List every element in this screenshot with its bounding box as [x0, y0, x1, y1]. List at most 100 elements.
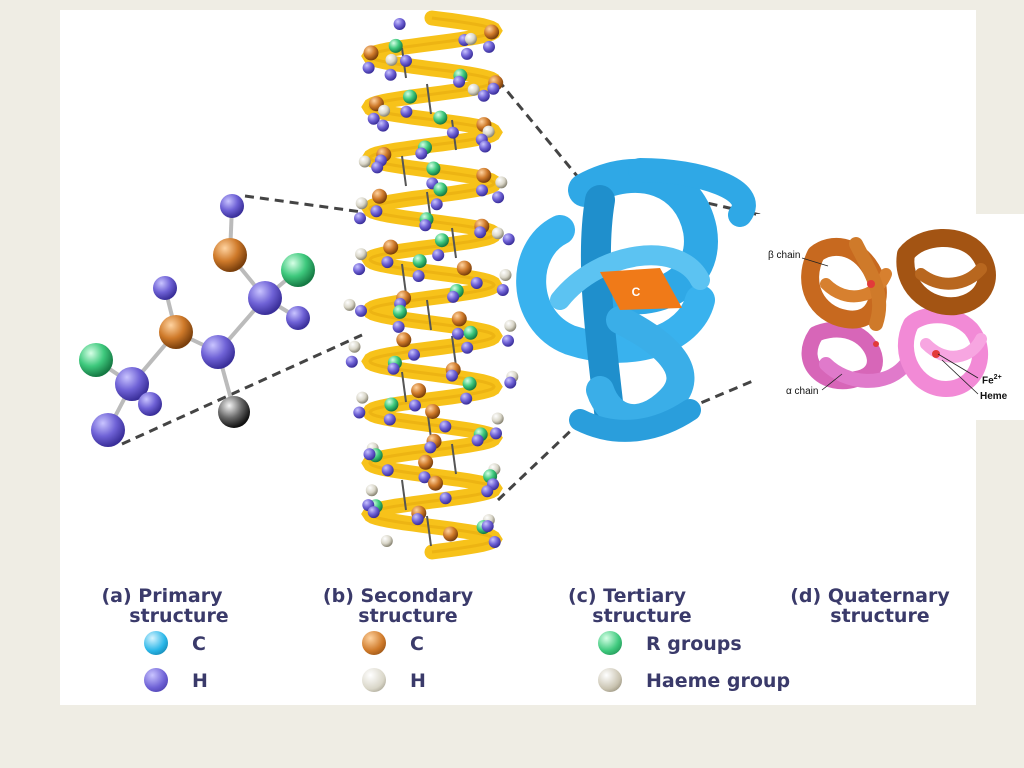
- helix-hydrogen-atom: [446, 126, 459, 139]
- hydrogen-bond: [426, 515, 432, 547]
- helix-hydrogen-atom: [363, 448, 376, 461]
- carbon-atom-icon: [144, 631, 168, 655]
- helix-hydrogen-atom: [490, 427, 502, 440]
- helix-r-group-atom: [463, 325, 478, 340]
- hydrogen-atom-icon: [362, 668, 386, 692]
- legend-primary-c-label: C: [192, 633, 206, 655]
- tertiary-structure-label: (c) Tertiary structure: [562, 586, 692, 626]
- helix-hydrogen-atom: [453, 75, 466, 88]
- helix-hydrogen-atom: [355, 304, 367, 317]
- hydrogen-bond: [451, 335, 457, 367]
- hydrogen-bond: [426, 299, 432, 331]
- helix-carbon-atom: [428, 475, 443, 491]
- hydrogen-bond: [401, 371, 407, 403]
- quaternary-structure-label: (d) Quaternary structure: [790, 586, 950, 626]
- helix-hydrogen-atom: [424, 441, 437, 454]
- helix-cream-atom: [355, 197, 368, 210]
- helix-cream-atom: [343, 298, 356, 311]
- helix-hydrogen-atom: [430, 198, 443, 211]
- helix-hydrogen-atom: [432, 249, 445, 262]
- helix-hydrogen-atom: [384, 68, 397, 81]
- helix-hydrogen-atom: [411, 513, 424, 526]
- helix-hydrogen-atom: [412, 270, 425, 282]
- helix-r-group-atom: [426, 161, 441, 176]
- helix-hydrogen-atom: [461, 341, 474, 354]
- helix-cream-atom: [356, 391, 369, 404]
- helix-hydrogen-atom: [502, 233, 515, 246]
- helix-r-group-atom: [412, 254, 427, 269]
- helix-hydrogen-atom: [387, 362, 400, 375]
- helix-carbon-atom: [418, 454, 434, 470]
- quaternary-label-line2: structure: [830, 605, 930, 627]
- helix-cream-atom: [358, 155, 371, 168]
- helix-cream-atom: [380, 535, 393, 547]
- helix-r-group-atom: [433, 110, 448, 125]
- helix-cream-atom: [499, 269, 512, 281]
- helix-hydrogen-atom: [392, 320, 405, 333]
- helix-r-group-atom: [403, 89, 417, 104]
- primary-label-line2: structure: [129, 605, 229, 627]
- carbon-atom-icon: [362, 631, 386, 655]
- helix-carbon-atom: [484, 24, 500, 40]
- helix-carbon-atom: [411, 383, 427, 399]
- helix-r-group-atom: [433, 182, 448, 197]
- primary-atoms: [79, 194, 315, 447]
- fe-label: Fe2+: [982, 374, 1002, 387]
- helix-r-group-atom: [392, 304, 407, 319]
- legend-secondary-h-label: H: [410, 670, 426, 692]
- hydrogen-bond: [401, 479, 407, 511]
- helix-hydrogen-atom: [483, 40, 495, 53]
- helix-hydrogen-atom: [471, 434, 484, 447]
- helix-hydrogen-atom: [408, 348, 420, 361]
- legend-secondary-c-label: C: [410, 633, 424, 655]
- helix-cream-atom: [378, 104, 391, 117]
- helix-hydrogen-atom: [496, 284, 509, 296]
- secondary-label-line2: structure: [358, 605, 458, 627]
- helix-cream-atom: [348, 340, 361, 353]
- helix-hydrogen-atom: [367, 112, 380, 125]
- helix-cream-atom: [385, 53, 398, 66]
- legend-r-groups-label: R groups: [646, 633, 742, 655]
- primary-label-line1: (a) Primary: [101, 585, 223, 607]
- tertiary-ribbon: [516, 158, 756, 442]
- helix-hydrogen-atom: [377, 119, 389, 132]
- helix-cream-atom: [495, 176, 508, 189]
- helix-hydrogen-atom: [418, 471, 431, 484]
- helix-hydrogen-atom: [479, 140, 492, 153]
- helix-hydrogen-atom: [381, 256, 394, 269]
- helix-carbon-atom: [396, 332, 412, 348]
- helix-hydrogen-atom: [353, 263, 366, 276]
- secondary-label-line1: (b) Secondary: [322, 585, 474, 607]
- hydrogen-bond: [451, 443, 457, 475]
- hydrogen-bond: [401, 263, 407, 295]
- tertiary-label-line1: (c) Tertiary: [567, 585, 687, 607]
- helix-hydrogen-atom: [362, 61, 375, 74]
- quaternary-label-line1: (d) Quaternary: [790, 585, 950, 607]
- helix-carbon-atom: [443, 526, 458, 542]
- helix-hydrogen-atom: [409, 399, 421, 412]
- helix-hydrogen-atom: [470, 277, 483, 289]
- helix-hydrogen-atom: [476, 184, 488, 197]
- helix-hydrogen-atom: [461, 47, 473, 60]
- helix-hydrogen-atom: [502, 334, 514, 347]
- helix-hydrogen-atom: [367, 506, 380, 519]
- hydrogen-bond: [451, 227, 457, 259]
- helix-cream-atom: [467, 83, 480, 96]
- helix-hydrogen-atom: [488, 536, 501, 548]
- helix-hydrogen-atom: [370, 205, 383, 218]
- helix-cream-atom: [491, 412, 504, 425]
- helix-hydrogen-atom: [504, 376, 517, 389]
- helix-hydrogen-atom: [393, 18, 406, 30]
- helix-hydrogen-atom: [354, 212, 366, 225]
- heme-label: Heme: [980, 391, 1008, 402]
- helix-carbon-atom: [451, 311, 467, 327]
- helix-cream-atom: [355, 248, 368, 261]
- helix-cream-atom: [464, 32, 477, 45]
- secondary-helix: [343, 10, 519, 560]
- helix-hydrogen-atom: [439, 420, 452, 433]
- helix-hydrogen-atom: [419, 219, 432, 232]
- helix-hydrogen-atom: [439, 492, 452, 505]
- helix-carbon-atom: [383, 239, 399, 255]
- legend-primary-h-label: H: [192, 670, 208, 692]
